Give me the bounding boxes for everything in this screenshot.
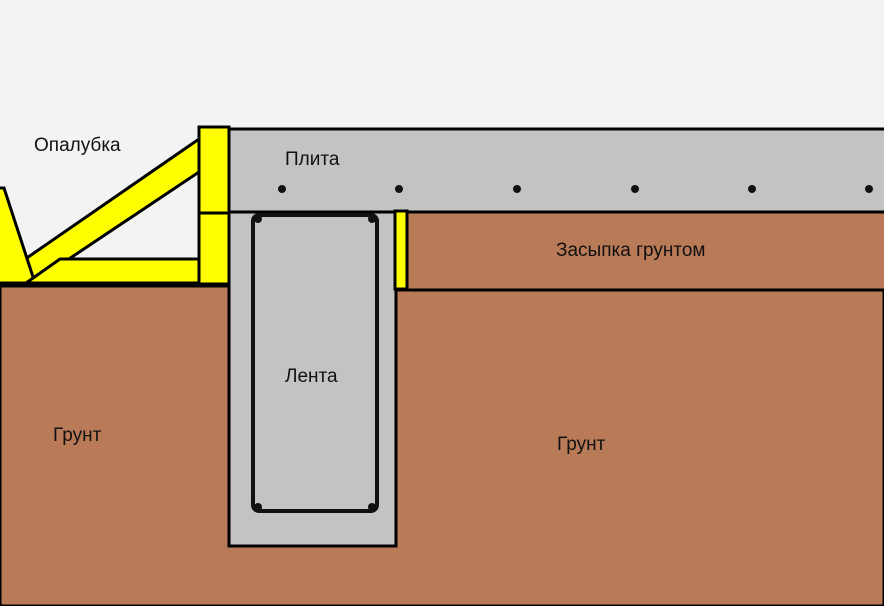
backfill-label: Засыпка грунтом (556, 240, 705, 261)
rebar-dot (368, 503, 376, 511)
slab-rebar-dot (865, 185, 873, 193)
soil-right-label: Грунт (557, 434, 606, 455)
formwork-label: Опалубка (34, 135, 121, 156)
slab-rebar-dot (278, 185, 286, 193)
slab-rebar-dot (395, 185, 403, 193)
slab-rebar-dot (748, 185, 756, 193)
slab-rebar-dot (513, 185, 521, 193)
strip-label: Лента (285, 366, 338, 387)
slab-label: Плита (285, 149, 340, 170)
formwork-board-upper (197, 125, 231, 215)
rebar-dot (254, 215, 262, 223)
slab (225, 127, 884, 214)
soil-ground (0, 284, 884, 606)
rebar-dot (254, 503, 262, 511)
rebar-dot (368, 215, 376, 223)
strip-rebar-cage (251, 213, 379, 513)
soil-left-label: Грунт (53, 425, 102, 446)
slab-rebar-dot (631, 185, 639, 193)
formwork-board-right (393, 209, 409, 291)
formwork-brace-horizontal (21, 257, 204, 285)
formwork-board-lower (197, 211, 231, 286)
strip-foundation (227, 209, 398, 548)
backfill-soil (405, 210, 884, 292)
